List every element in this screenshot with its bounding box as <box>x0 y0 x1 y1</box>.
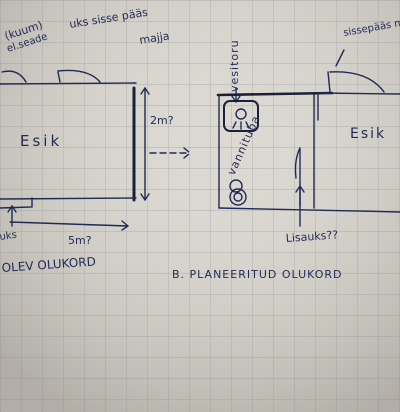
height-dimension-arrow <box>140 86 150 202</box>
right-bottom-wall <box>218 207 400 213</box>
right-door-pointer <box>335 49 345 67</box>
label-area-width: 5m? <box>68 234 92 247</box>
toilet-bowl <box>229 188 247 206</box>
label-room-right: Esik <box>350 126 386 142</box>
label-area-height: 2m? <box>150 114 174 127</box>
label-caption-left: OLEV OLUKORD <box>1 254 96 275</box>
shower-spray <box>232 121 250 130</box>
right-door-arc <box>327 71 385 93</box>
label-room-left: Esik <box>20 132 62 150</box>
left-bottom-wall <box>0 197 137 200</box>
new-door-pointer <box>295 184 305 227</box>
right-top-wall-ext <box>317 92 400 95</box>
toilet-seat <box>233 192 243 202</box>
width-dimension-arrow <box>9 220 130 231</box>
door-pointer-arrow <box>7 204 17 227</box>
label-caption-right: B. PLANEERITUD OLUKORD <box>172 268 343 281</box>
transition-arrow <box>149 147 192 159</box>
left-door-arc-1 <box>1 70 27 83</box>
label-pipe: vesitoru <box>228 39 241 92</box>
right-top-wall <box>216 91 334 97</box>
label-new-door: Lisauks?? <box>285 228 338 245</box>
current-plan <box>0 69 192 231</box>
toilet-tank <box>229 179 243 193</box>
label-door-note-2: majja <box>138 29 170 47</box>
shower-head <box>235 108 247 120</box>
left-door-arc-2 <box>57 69 101 83</box>
planned-plan <box>216 49 400 227</box>
shower-tray <box>223 100 259 132</box>
label-door-bottom-left: uks <box>0 230 18 243</box>
left-top-wall <box>0 82 137 85</box>
